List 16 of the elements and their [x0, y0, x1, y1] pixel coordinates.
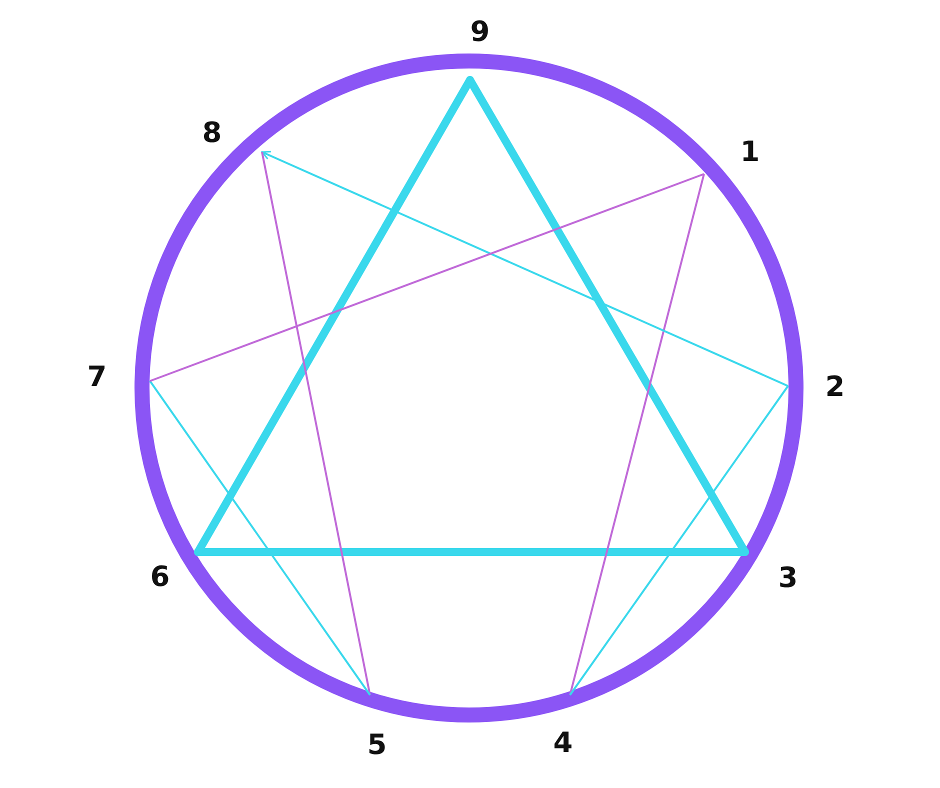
connector-line	[150, 173, 704, 382]
connector-line	[149, 380, 371, 696]
point-number: 7	[87, 361, 107, 393]
connector-line	[261, 152, 371, 696]
arrow	[261, 150, 788, 387]
point-number: 5	[367, 729, 387, 761]
point-number: 3	[778, 562, 798, 594]
point-number: 9	[470, 16, 490, 48]
point-number: 2	[825, 371, 845, 403]
point-number: 8	[202, 117, 222, 149]
connector-line	[569, 174, 705, 696]
connector-line	[569, 385, 789, 696]
point-number: 4	[553, 727, 573, 759]
point-number: 6	[150, 561, 170, 593]
point-number: 1	[740, 136, 760, 168]
connector-line	[194, 76, 474, 556]
